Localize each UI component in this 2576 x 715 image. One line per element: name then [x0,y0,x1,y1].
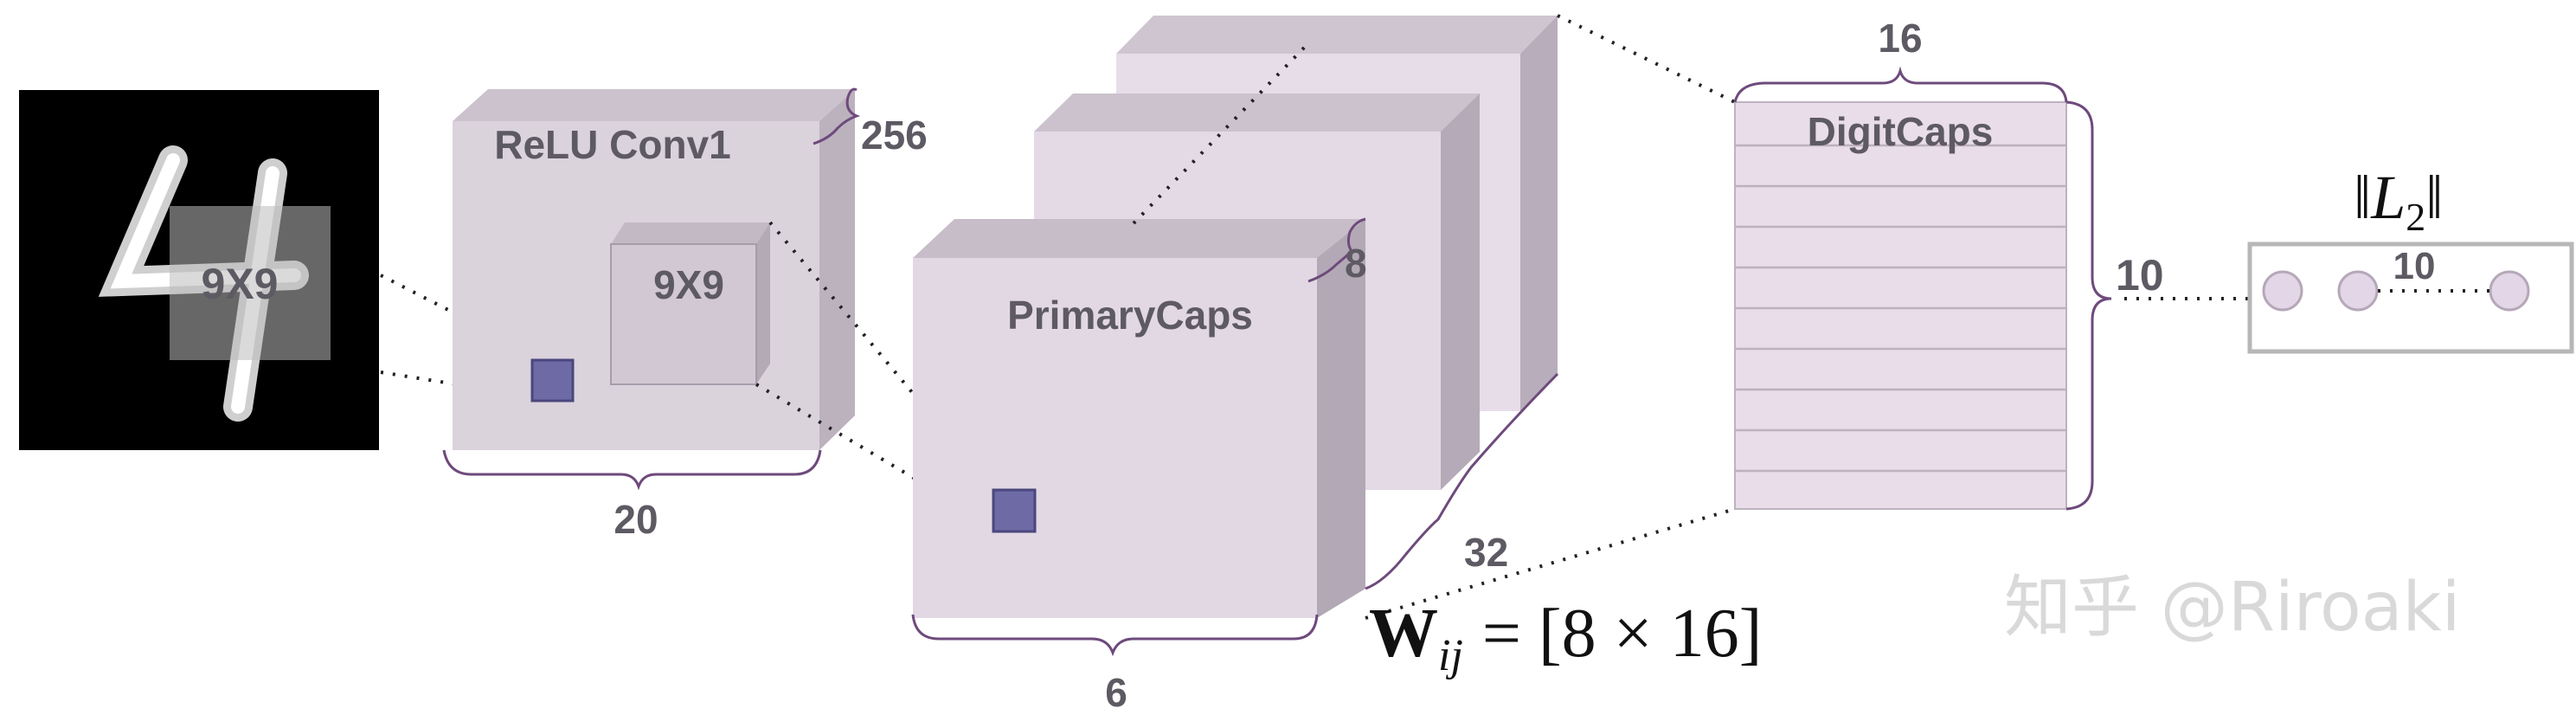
digit-width-brace [1733,66,2068,103]
primary-width-label: 6 [1105,670,1127,715]
relu-conv1-block: ReLU Conv1 9X9 20 256 [442,87,928,542]
primary-count-brace [1365,372,1559,590]
primary-caps-title: PrimaryCaps [1007,293,1253,338]
primary-count-label: 32 [1464,530,1508,575]
input-kernel-label: 9X9 [202,260,279,308]
primary-depth-label: 8 [1345,241,1367,286]
digit-caps-block: DigitCaps 16 10 [1733,16,2164,511]
digit-width-label: 16 [1878,16,1922,61]
output-capsule [2337,270,2379,312]
output-norm-label: ‖L2‖ [2354,163,2443,239]
input-image: 9X9 [19,90,379,450]
digit-height-label: 10 [2116,251,2164,300]
output-capsule [2262,270,2303,312]
relu-kernel-label: 9X9 [653,262,724,307]
output-norm: 10 ‖L2‖ [2247,163,2574,354]
primary-depth-brace [1307,217,1366,283]
output-count-label: 10 [2393,245,2436,287]
connector-primary-digit [1365,14,1736,620]
relu-width-label: 20 [613,497,658,542]
digit-height-brace [2065,100,2112,511]
relu-conv1-title: ReLU Conv1 [494,122,730,167]
relu-patch [530,358,575,403]
relu-inner-kernel [610,243,757,385]
digit-caps-title: DigitCaps [1808,109,1994,154]
relu-depth-label: 256 [861,113,928,158]
input-kernel-window [170,206,331,360]
output-capsule [2489,270,2530,312]
relu-width-brace [442,449,822,491]
relu-depth-brace [813,87,861,145]
weight-equation: Wij= [8 × 16] [1369,596,1762,680]
primary-caps-stack: PrimaryCaps 6 8 32 [911,16,1559,715]
primary-width-brace [911,614,1319,657]
watermark: 知乎 @Riroaki [2004,569,2460,647]
primary-patch [992,488,1037,533]
